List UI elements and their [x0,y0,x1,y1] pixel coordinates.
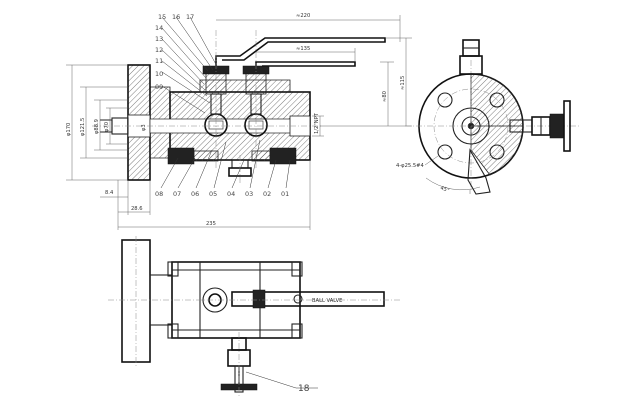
dim-left-d2: φ121.5 [80,118,86,136]
dim-center-npt: 1/2"NPT [314,112,320,134]
part-label-15: 15 [158,13,166,21]
dim-side-bolt: 4-φ25.5#4 [396,163,424,169]
side-view [405,39,580,195]
dim-left-d1: φ170 [66,123,72,136]
dimension-labels: ≈220 ≈135 ≈115 ≈80 φ170 φ121.5 φ88.9 φ70… [66,13,450,304]
part-label-18: 18 [298,384,310,394]
part-label-12: 12 [155,46,163,54]
part-label-05: 05 [209,190,217,198]
dim-top-handle: ≈135 [296,46,310,52]
part-label-17: 17 [186,13,194,21]
dim-side-angle: 45° [439,185,450,194]
dim-right-height-2: ≈80 [382,91,388,102]
dim-left-d3: φ88.9 [94,119,100,134]
plan-view [108,236,400,398]
dim-right-height-1: ≈115 [400,76,406,90]
part-label-08: 08 [155,190,163,198]
dim-bottom-2: 28.6 [131,206,143,212]
dim-bottom-overall: 235 [206,221,216,227]
part-label-04: 04 [227,190,235,198]
part-number-labels: 15 16 17 14 13 12 11 10 09 08 07 06 05 0… [155,13,310,394]
plan-label: BALL VALVE [312,298,342,304]
part-label-02: 02 [263,190,271,198]
part-label-07: 07 [173,190,181,198]
dim-bottom-1: 8.4 [105,190,114,196]
part-label-16: 16 [172,13,180,21]
part-label-03: 03 [245,190,253,198]
bolt-lower-left [167,147,195,165]
part-label-14: 14 [155,24,163,32]
part-label-11: 11 [155,57,163,65]
dim-left-d4: φ70 [104,122,110,132]
part-label-13: 13 [155,35,163,43]
bolt-lower-right [269,147,297,165]
plan-handle [231,291,385,307]
part-label-10: 10 [155,70,163,78]
dim-top-overall: ≈220 [296,13,310,19]
dim-center-small: φ3 [141,124,147,131]
bolt-hole-1 [437,92,453,108]
front-section-view [66,15,412,230]
part-label-09: 09 [155,83,163,91]
part-label-01: 01 [281,190,289,198]
bolt-hole-2 [437,144,453,160]
part-label-06: 06 [191,190,199,198]
handle-short [255,61,356,67]
plan-body [171,261,301,339]
